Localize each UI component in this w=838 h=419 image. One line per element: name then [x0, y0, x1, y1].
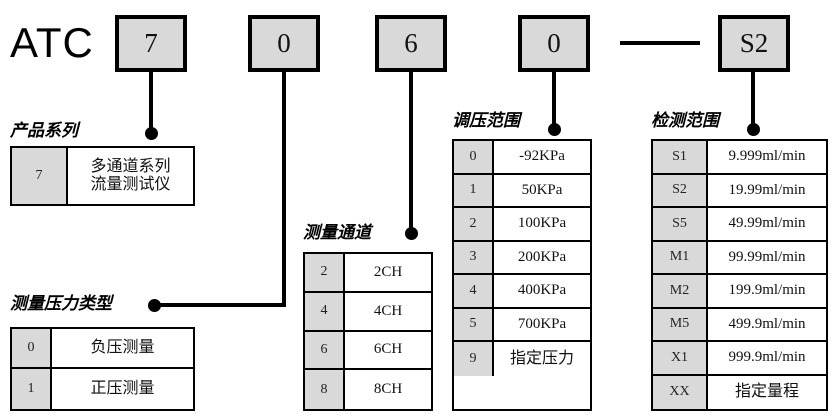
row-code: S1	[653, 141, 708, 173]
table-row: 4 400KPa	[454, 275, 590, 309]
row-code: 4	[305, 292, 345, 330]
row-desc: 49.99ml/min	[708, 208, 826, 240]
row-desc: 指定压力	[494, 342, 590, 376]
table-pressure-range: 0 -92KPa 1 50KPa 2 100KPa 3 200KPa 4 400…	[452, 139, 592, 411]
caption-pressure-type: 测量压力类型	[10, 294, 112, 313]
row-desc: 100KPa	[494, 208, 590, 240]
row-desc: 9.999ml/min	[708, 141, 826, 173]
table-row: 5 700KPa	[454, 308, 590, 342]
model-prefix-label: ATC	[10, 19, 94, 66]
row-desc: 999.9ml/min	[708, 342, 826, 374]
row-desc: 正压测量	[52, 369, 193, 409]
table-row: M1 99.99ml/min	[653, 241, 826, 275]
connector-pressure-range-dot	[548, 123, 561, 136]
row-code: M5	[653, 308, 708, 340]
row-desc: -92KPa	[494, 141, 590, 173]
row-desc: 2CH	[345, 254, 431, 291]
table-row: 1 50KPa	[454, 174, 590, 208]
row-desc: 199.9ml/min	[708, 275, 826, 307]
row-desc: 8CH	[345, 370, 431, 409]
table-row: 0 -92KPa	[454, 141, 590, 175]
row-code: 4	[454, 275, 494, 307]
table-row: M5 499.9ml/min	[653, 308, 826, 342]
code-box-channels[interactable]: 6	[375, 15, 447, 72]
table-product-series: 7 多通道系列 流量测试仪	[10, 146, 195, 206]
row-code: 6	[305, 331, 345, 369]
row-code: 0	[454, 141, 494, 173]
table-row: 0 负压测量	[12, 329, 193, 369]
connector-detection-range-dot	[747, 123, 760, 136]
row-desc: 200KPa	[494, 241, 590, 273]
row-desc: 负压测量	[52, 329, 193, 367]
row-desc: 4CH	[345, 292, 431, 330]
row-desc: 700KPa	[494, 308, 590, 340]
table-row: 8 8CH	[305, 370, 431, 409]
table-channels: 2 2CH 4 4CH 6 6CH 8 8CH	[303, 252, 433, 411]
row-code: X1	[653, 342, 708, 374]
row-code: S5	[653, 208, 708, 240]
caption-channels: 测量通道	[303, 223, 371, 242]
row-desc-line2: 流量测试仪	[90, 176, 171, 193]
connector-pressure-type-hline	[152, 303, 286, 307]
connector-channels-dot	[405, 227, 418, 240]
table-row: XX 指定量程	[653, 375, 826, 409]
row-desc: 99.99ml/min	[708, 241, 826, 273]
code-box-pressure-range[interactable]: 0	[518, 15, 590, 72]
table-row: S2 19.99ml/min	[653, 174, 826, 208]
code-box-pressure-type[interactable]: 0	[248, 15, 320, 72]
row-desc: 19.99ml/min	[708, 174, 826, 206]
table-row: S5 49.99ml/min	[653, 208, 826, 242]
caption-pressure-range: 调压范围	[452, 111, 520, 130]
caption-product-series: 产品系列	[10, 121, 78, 140]
connector-pressure-range-line	[552, 70, 556, 131]
connector-product-series-line	[149, 70, 153, 135]
row-code: S2	[653, 174, 708, 206]
row-desc: 6CH	[345, 331, 431, 369]
row-code: 8	[305, 370, 345, 409]
table-row: S1 9.999ml/min	[653, 141, 826, 175]
row-desc: 499.9ml/min	[708, 308, 826, 340]
row-code: 3	[454, 241, 494, 273]
row-code: 2	[305, 254, 345, 291]
connector-pressure-type-vline	[282, 70, 286, 307]
table-row: 2 100KPa	[454, 208, 590, 242]
code-separator-dash	[620, 41, 700, 45]
table-row: 2 2CH	[305, 254, 431, 293]
caption-detection-range: 检测范围	[651, 111, 719, 130]
code-box-detection-range[interactable]: S2	[718, 15, 790, 72]
row-desc: 50KPa	[494, 174, 590, 206]
row-code: 2	[454, 208, 494, 240]
row-desc: 400KPa	[494, 275, 590, 307]
table-row: 4 4CH	[305, 292, 431, 332]
table-pressure-type: 0 负压测量 1 正压测量	[10, 327, 195, 411]
connector-product-series-dot	[145, 127, 158, 140]
table-row: 9 指定压力	[454, 342, 590, 376]
code-box-product-series[interactable]: 7	[115, 15, 187, 72]
row-code: M2	[653, 275, 708, 307]
row-code: M1	[653, 241, 708, 273]
row-desc: 指定量程	[708, 375, 826, 409]
row-code: XX	[653, 375, 708, 409]
row-code: 5	[454, 308, 494, 340]
table-row: M2 199.9ml/min	[653, 275, 826, 309]
connector-detection-range-line	[751, 70, 755, 131]
row-code: 9	[454, 342, 494, 376]
table-row: 6 6CH	[305, 331, 431, 371]
row-desc: 多通道系列 流量测试仪	[68, 148, 193, 204]
table-row: 7 多通道系列 流量测试仪	[12, 148, 193, 204]
table-detection-range: S1 9.999ml/min S2 19.99ml/min S5 49.99ml…	[651, 139, 828, 411]
row-code: 1	[454, 174, 494, 206]
row-code: 0	[12, 329, 52, 367]
row-code: 1	[12, 369, 52, 409]
row-code: 7	[12, 148, 68, 204]
table-row: X1 999.9ml/min	[653, 342, 826, 376]
connector-pressure-type-dot	[148, 299, 161, 312]
table-row: 3 200KPa	[454, 241, 590, 275]
row-desc-line1: 多通道系列	[90, 157, 171, 175]
connector-channels-line	[409, 70, 413, 235]
table-row: 1 正压测量	[12, 369, 193, 409]
